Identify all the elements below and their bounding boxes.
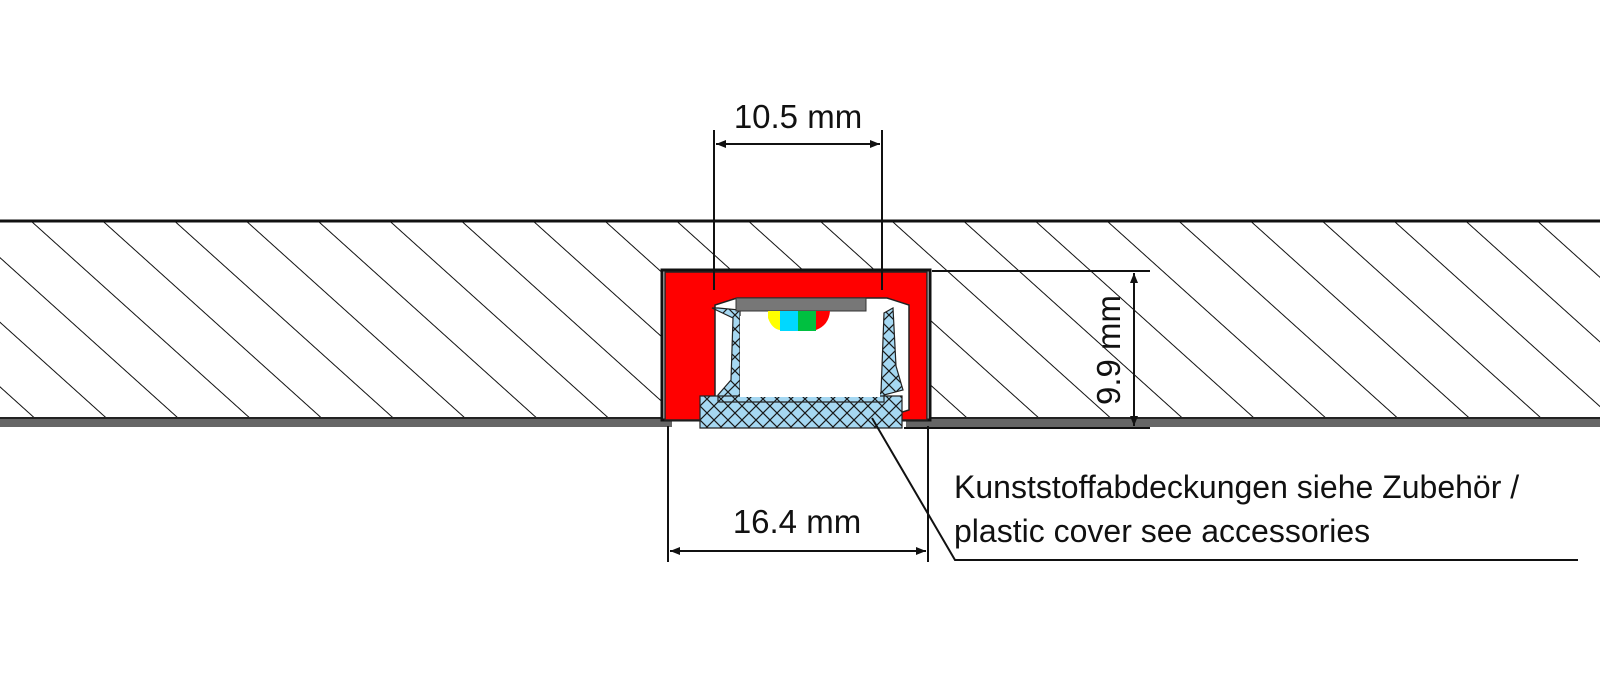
- diffuser-inner: [740, 316, 880, 397]
- hatched-panel: [0, 221, 1600, 420]
- dimension-bottom-width: [667, 426, 929, 562]
- dimension-top-width: [713, 130, 883, 290]
- note-leader-line: [871, 417, 1578, 561]
- dimension-height: [904, 270, 1150, 429]
- panel-outline: [0, 219, 1600, 427]
- accessory-note-line2: plastic cover see accessories: [954, 513, 1370, 549]
- dimension-top-width-label: 10.5 mm: [734, 98, 862, 135]
- dimension-height-label: 9.9 mm: [1090, 295, 1127, 405]
- led-strip: [735, 297, 867, 331]
- accessory-note-line1: Kunststoffabdeckungen siehe Zubehör /: [954, 469, 1519, 505]
- dimension-bottom-width-label: 16.4 mm: [733, 503, 861, 540]
